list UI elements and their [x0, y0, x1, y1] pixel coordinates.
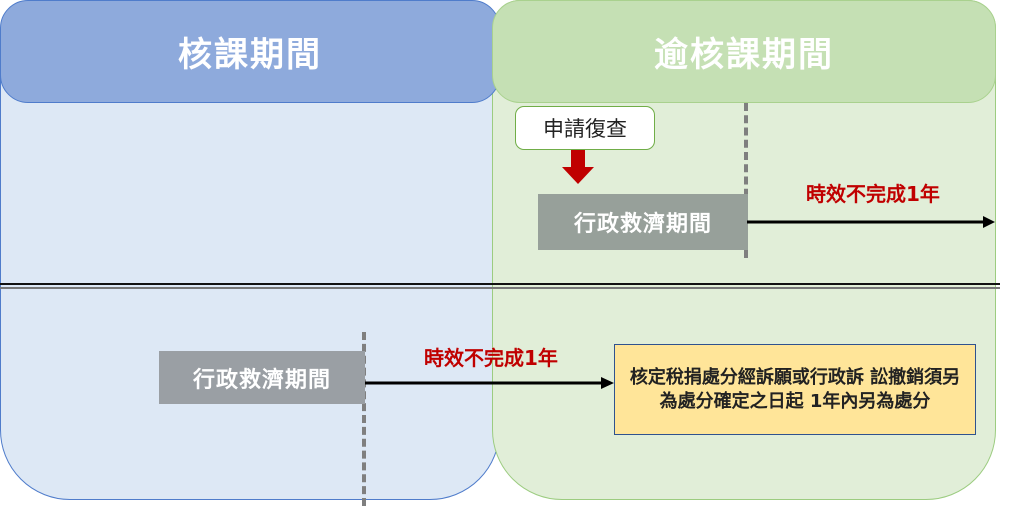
suspension-duration-label-top: 時效不完成1年 — [806, 182, 940, 206]
admin-relief-period-label-bottom: 行政救濟期間 — [192, 367, 331, 393]
reassessment-note-text: 核定稅捐處分經訴願或行政訴 訟撤銷須另為處分確定之日起 1年內另為處分 — [629, 367, 961, 412]
right-arrow-icon-top — [747, 216, 995, 228]
down-arrow-icon — [562, 150, 594, 184]
suspension-duration-label-bottom: 時效不完成1年 — [424, 346, 558, 370]
admin-relief-period-box-bottom: 行政救濟期間 — [159, 351, 365, 404]
right-arrow-icon-bottom — [365, 377, 614, 389]
assessment-period-header: 核課期間 — [0, 0, 500, 103]
apply-review-label: 申請復查 — [543, 117, 627, 141]
scenario-divider-line-top — [0, 283, 1000, 285]
scenario-divider-line-bottom — [0, 287, 1000, 289]
post-assessment-period-title: 逾核課期間 — [654, 35, 834, 75]
admin-relief-period-label-top: 行政救濟期間 — [573, 212, 712, 237]
apply-review-box: 申請復查 — [515, 106, 655, 150]
reassessment-note-box: 核定稅捐處分經訴願或行政訴 訟撤銷須另為處分確定之日起 1年內另為處分 — [614, 344, 976, 435]
post-assessment-period-header: 逾核課期間 — [492, 0, 996, 103]
boundary-dashed-line-bottom — [362, 332, 366, 506]
assessment-period-title: 核課期間 — [178, 35, 322, 75]
admin-relief-period-box-top: 行政救濟期間 — [538, 194, 748, 250]
boundary-dashed-line-top — [744, 103, 748, 258]
